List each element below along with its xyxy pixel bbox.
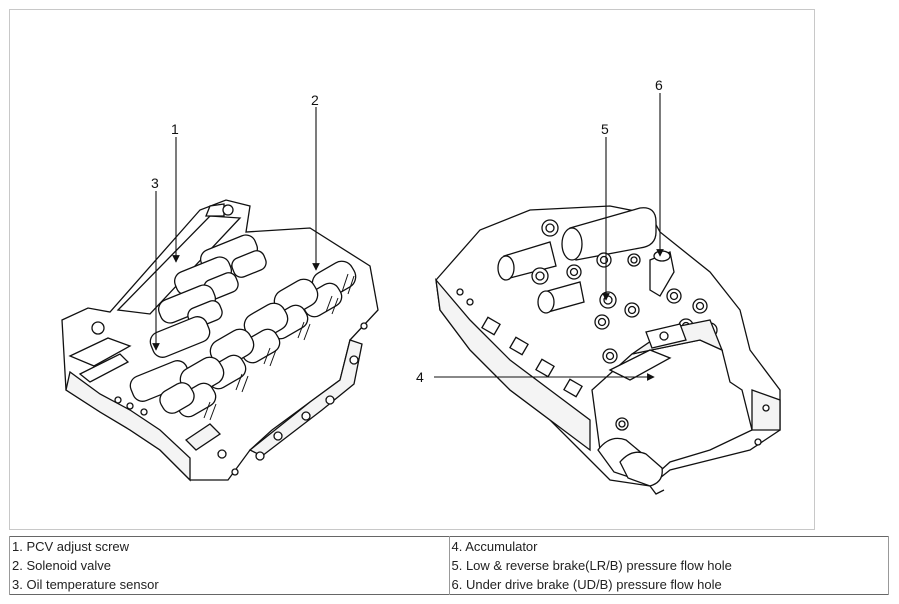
legend-item-6: 6. Under drive brake (UD/B) pressure flo… bbox=[448, 575, 889, 595]
legend-row: 1. PCV adjust screw 4. Accumulator bbox=[9, 536, 889, 556]
callout-6: 6 bbox=[655, 77, 663, 93]
callout-1: 1 bbox=[171, 121, 179, 137]
valve-body-illustration: 1 2 3 4 5 6 bbox=[61, 77, 781, 495]
callout-leaders bbox=[152, 93, 664, 381]
legend-item-5: 5. Low & reverse brake(LR/B) pressure fl… bbox=[448, 556, 889, 575]
left-valve-body bbox=[61, 199, 379, 482]
right-valve-body bbox=[435, 205, 781, 495]
legend-item-2: 2. Solenoid valve bbox=[9, 556, 450, 575]
callout-2: 2 bbox=[311, 92, 319, 108]
callout-5: 5 bbox=[601, 121, 609, 137]
legend-table: 1. PCV adjust screw 4. Accumulator 2. So… bbox=[9, 536, 889, 595]
callout-3: 3 bbox=[151, 175, 159, 191]
legend-row: 2. Solenoid valve 5. Low & reverse brake… bbox=[9, 556, 889, 575]
legend-item-1: 1. PCV adjust screw bbox=[9, 536, 450, 556]
diagram-figure: 1 2 3 4 5 6 bbox=[9, 9, 815, 530]
legend-item-3: 3. Oil temperature sensor bbox=[9, 575, 450, 595]
legend-item-4: 4. Accumulator bbox=[448, 536, 889, 556]
callout-4: 4 bbox=[416, 369, 424, 385]
legend-row: 3. Oil temperature sensor 6. Under drive… bbox=[9, 575, 889, 595]
